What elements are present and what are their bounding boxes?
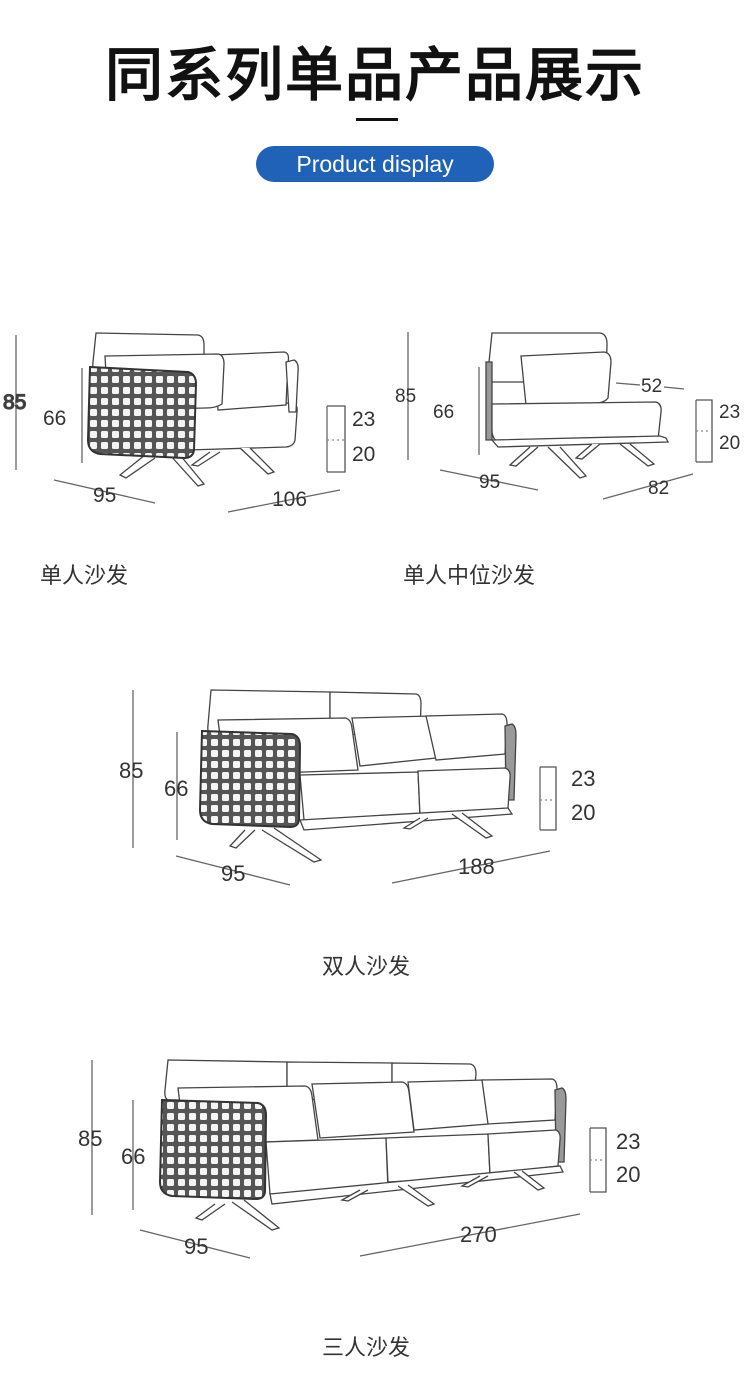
dim-seat-height-label: 66 (433, 402, 454, 423)
single-sofa-drawing: 85 66 23 20 95 106 (2, 332, 375, 513)
dim-seat-height-label: 66 (164, 776, 188, 801)
title-divider (356, 118, 398, 121)
dim-cushion-label: 23 (571, 766, 595, 791)
dim-width-label: 82 (648, 478, 669, 499)
dim-cushion-label: 23 (719, 402, 740, 423)
dim-seat-base-label: 20 (616, 1162, 640, 1187)
dim-seat-height-label: 66 (43, 407, 66, 430)
dim-width-label: 188 (458, 854, 495, 879)
dim-height-label: 85 (3, 391, 26, 414)
three-seater-drawing: 85 66 23 20 95 270 (78, 1059, 640, 1259)
dim-height-label: 85 (119, 758, 143, 783)
dim-seat-height-label: 66 (121, 1144, 145, 1169)
dim-depth-label: 95 (93, 484, 116, 507)
dim-depth-label: 95 (221, 861, 245, 886)
dim-cushion-label: 23 (352, 408, 375, 431)
dim-seat-base-label: 20 (719, 433, 740, 454)
product-name-single-sofa: 单人沙发 (40, 564, 129, 589)
dim-arm-label: 52 (641, 376, 662, 397)
dim-width-label: 106 (272, 488, 307, 511)
product-name-middle-seat: 单人中位沙发 (403, 564, 536, 589)
middle-seat-drawing: 85 66 52 23 20 95 82 (395, 332, 740, 500)
dim-seat-base-label: 20 (571, 800, 595, 825)
product-name-three-seater: 三人沙发 (322, 1336, 411, 1361)
dim-seat-base-label: 20 (352, 443, 375, 466)
dim-width-label: 270 (460, 1222, 497, 1247)
dim-height-label: 85 (78, 1126, 102, 1151)
subtitle-badge: Product display (256, 146, 494, 182)
dim-depth-label: 95 (479, 472, 500, 493)
page-title: 同系列单品产品展示 (104, 41, 645, 109)
two-seater-drawing: 85 66 23 20 95 188 (119, 689, 595, 886)
dim-cushion-label: 23 (616, 1129, 640, 1154)
dim-depth-label: 95 (184, 1234, 208, 1259)
dim-height-label: 85 (395, 386, 416, 407)
product-name-two-seater: 双人沙发 (322, 955, 411, 980)
